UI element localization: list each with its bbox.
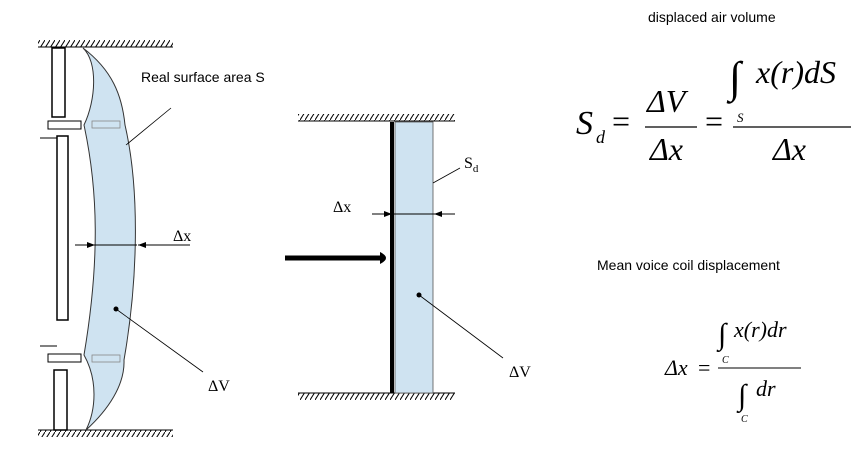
svg-text:=: = xyxy=(705,103,723,139)
frame-bar xyxy=(53,369,68,431)
svg-text:Δx: Δx xyxy=(664,355,688,380)
svg-text:S: S xyxy=(737,110,744,125)
left-dx-label: Δx xyxy=(173,228,191,245)
svg-text:x(r)dr: x(r)dr xyxy=(733,317,787,342)
delta-x: Δx xyxy=(648,131,683,167)
surface-leader-line xyxy=(125,107,172,146)
displaced-air-volume-caption: displaced air volume xyxy=(648,9,776,25)
bottom-wall-hatch xyxy=(38,430,173,437)
frame-bar xyxy=(51,47,66,118)
sd-leader-line xyxy=(432,167,461,184)
svg-text:d: d xyxy=(596,127,606,147)
middle-sd-label: Sd xyxy=(464,155,479,175)
left-driver-diagram: Real surface area S Δx ΔV xyxy=(38,40,265,437)
top-wall-hatch xyxy=(38,40,173,47)
sd-formula: displaced air volume S d = ΔV Δx = ∫ x(r… xyxy=(576,9,851,167)
integral-sign: ∫ xyxy=(726,53,744,104)
dx-formula: Mean voice coil displacement Δx = ∫ x(r)… xyxy=(597,257,801,425)
svg-text:∫: ∫ xyxy=(736,379,748,414)
svg-text:C: C xyxy=(722,355,729,366)
middle-dx-label: Δx xyxy=(333,199,351,216)
sd-symbol: S xyxy=(576,105,593,142)
displaced-volume-area xyxy=(82,47,136,431)
suspension-bottom xyxy=(47,353,82,363)
mean-voice-coil-caption: Mean voice coil displacement xyxy=(597,257,780,273)
suspension-top xyxy=(47,120,82,130)
middle-dv-label: ΔV xyxy=(509,364,531,381)
voice-coil-former xyxy=(56,135,69,321)
svg-text:=: = xyxy=(698,355,710,380)
svg-text:=: = xyxy=(612,103,630,139)
real-surface-label: Real surface area S xyxy=(141,69,265,85)
svg-text:x(r)dS: x(r)dS xyxy=(755,54,836,90)
svg-text:dr: dr xyxy=(756,376,776,401)
equivalent-volume-area xyxy=(394,121,434,394)
svg-text:Δx: Δx xyxy=(771,131,806,167)
left-dv-label: ΔV xyxy=(208,378,230,395)
delta-v: ΔV xyxy=(645,83,689,119)
svg-text:∫: ∫ xyxy=(716,318,728,353)
piston-model-diagram: Sd Δx ΔV xyxy=(285,114,531,400)
svg-text:C: C xyxy=(741,414,748,425)
dv-leader-line xyxy=(115,308,204,373)
